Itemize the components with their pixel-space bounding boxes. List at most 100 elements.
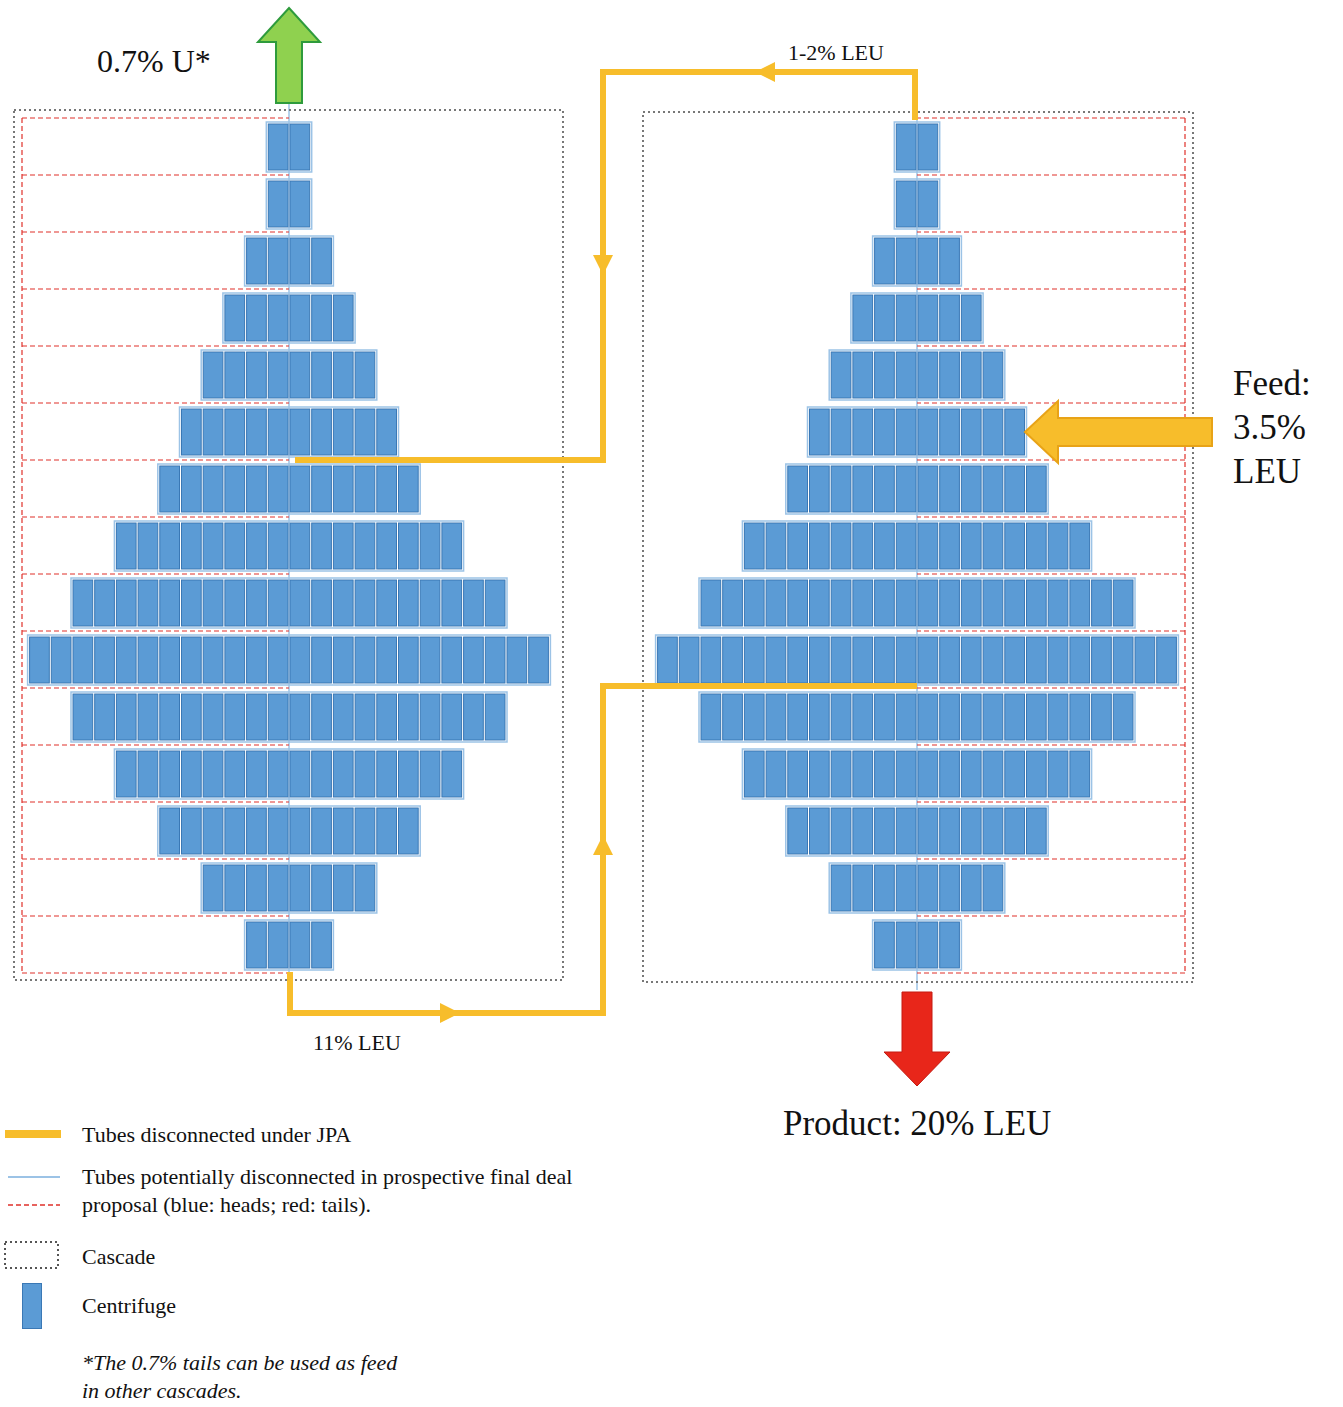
centrifuge [95, 580, 115, 626]
centrifuge [918, 124, 938, 170]
centrifuge [918, 523, 938, 569]
centrifuge [961, 865, 981, 911]
arrowhead [440, 1003, 460, 1023]
centrifuge [831, 352, 851, 398]
centrifuge [766, 523, 786, 569]
centrifuge [853, 751, 873, 797]
centrifuge-row [873, 920, 962, 970]
centrifuge [160, 808, 180, 854]
tails-line [917, 687, 1185, 688]
centrifuge [312, 580, 332, 626]
centrifuge [247, 808, 267, 854]
centrifuge [1027, 466, 1047, 512]
centrifuge [896, 466, 916, 512]
centrifuge [1070, 694, 1090, 740]
centrifuge [247, 238, 267, 284]
centrifuge [377, 751, 397, 797]
tails-line [22, 801, 289, 802]
centrifuge [290, 694, 310, 740]
centrifuge [73, 694, 93, 740]
centrifuge-row [829, 863, 1005, 913]
centrifuge [182, 466, 202, 512]
centrifuge [875, 295, 895, 341]
tails-line [22, 972, 289, 973]
centrifuge [442, 637, 462, 683]
centrifuge [940, 409, 960, 455]
centrifuge [983, 694, 1003, 740]
centrifuge-row [851, 293, 983, 343]
centrifuge [766, 637, 786, 683]
centrifuge [810, 523, 830, 569]
centrifuge [290, 580, 310, 626]
centrifuge [744, 694, 764, 740]
centrifuge [1092, 637, 1112, 683]
centrifuge [875, 580, 895, 626]
centrifuge [744, 751, 764, 797]
centrifuge [420, 580, 440, 626]
centrifuge-row [699, 692, 1135, 742]
centrifuge [203, 523, 223, 569]
centrifuge [1005, 808, 1025, 854]
tails-line [917, 516, 1185, 517]
centrifuge-row [245, 236, 334, 286]
label-text: Feed: 3.5% LEU [1233, 362, 1333, 494]
centrifuge [896, 181, 916, 227]
centrifuge [507, 637, 527, 683]
centrifuge [810, 637, 830, 683]
centrifuge [333, 466, 353, 512]
centrifuge [420, 637, 440, 683]
centrifuge [853, 865, 873, 911]
centrifuge [333, 295, 353, 341]
tails-line [22, 687, 289, 688]
centrifuge [810, 808, 830, 854]
centrifuge [875, 865, 895, 911]
tails-line [917, 459, 1185, 460]
centrifuge [940, 637, 960, 683]
pipe-arrowheads [440, 62, 775, 1023]
centrifuge [940, 352, 960, 398]
centrifuge [290, 124, 310, 170]
centrifuge [464, 580, 484, 626]
centrifuge [312, 694, 332, 740]
centrifuge [138, 694, 158, 740]
label-text: 1-2% LEU [788, 40, 884, 66]
centrifuge [983, 865, 1003, 911]
centrifuge [788, 523, 808, 569]
centrifuge [744, 523, 764, 569]
centrifuge [918, 694, 938, 740]
centrifuge [896, 295, 916, 341]
centrifuge [377, 466, 397, 512]
centrifuge [940, 580, 960, 626]
centrifuge [333, 694, 353, 740]
centrifuge [377, 523, 397, 569]
centrifuge-row [786, 464, 1048, 514]
centrifuge [831, 694, 851, 740]
centrifuge [961, 751, 981, 797]
centrifuge-row [808, 407, 1027, 457]
tails-line [22, 858, 289, 859]
centrifuge [268, 751, 288, 797]
centrifuge [1005, 580, 1025, 626]
centrifuge [290, 922, 310, 968]
centrifuge-row [894, 122, 939, 172]
tails-line [917, 174, 1185, 175]
centrifuge [1113, 580, 1133, 626]
centrifuge [225, 865, 245, 911]
centrifuge [203, 409, 223, 455]
centrifuge-row [873, 236, 962, 286]
centrifuge [896, 352, 916, 398]
centrifuge [182, 751, 202, 797]
centrifuge [355, 637, 375, 683]
centrifuge [247, 352, 267, 398]
label-text: 0.7% U* [97, 42, 211, 80]
centrifuge [961, 295, 981, 341]
centrifuge [290, 409, 310, 455]
centrifuge [247, 466, 267, 512]
centrifuge [983, 466, 1003, 512]
centrifuge-row [266, 122, 311, 172]
tails-arrow [258, 8, 320, 103]
centrifuge [73, 637, 93, 683]
centrifuge [312, 352, 332, 398]
centrifuge [1027, 523, 1047, 569]
centrifuge [247, 865, 267, 911]
